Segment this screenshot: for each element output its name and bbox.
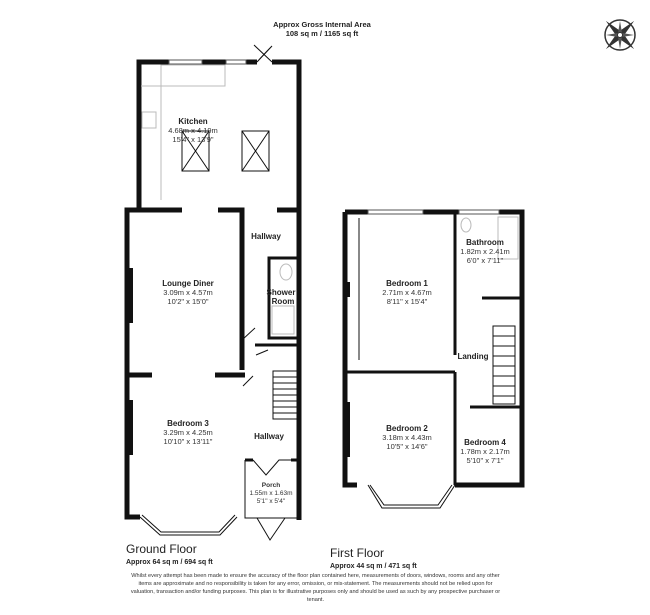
gross-area-header: Approx Gross Internal Area 108 sq m / 11… (222, 20, 422, 38)
ground-floor-label: Ground Floor (126, 542, 197, 556)
hallway-lower-label: Hallway (254, 432, 284, 441)
lounge-label: Lounge Diner (162, 279, 214, 288)
bedroom4-metric: 1.78m x 2.17m (460, 447, 510, 456)
kitchen-metric: 4.68m x 4.19m (168, 126, 218, 135)
bathroom-label: Bathroom (466, 238, 504, 247)
bedroom1-label: Bedroom 1 (386, 279, 428, 288)
bathroom-metric: 1.82m x 2.41m (460, 247, 510, 256)
kitchen-imperial: 15'4" x 13'9" (172, 135, 213, 144)
shower-label-1: Shower (267, 288, 296, 297)
hallway-upper-label: Hallway (251, 232, 281, 241)
porch-label: Porch (262, 482, 280, 489)
gross-area-value: 108 sq m / 1165 sq ft (285, 29, 359, 38)
bedroom2-imperial: 10'5" x 14'6" (386, 442, 427, 451)
first-floor-area: Approx 44 sq m / 471 sq ft (330, 563, 417, 570)
bathroom-imperial: 6'0" x 7'11" (467, 256, 504, 265)
bedroom3-metric: 3.29m x 4.25m (163, 428, 213, 437)
compass-rose-icon (604, 19, 636, 51)
bedroom1-imperial: 8'11" x 15'4" (387, 297, 428, 306)
bedroom4-label: Bedroom 4 (464, 438, 506, 447)
landing-label: Landing (457, 352, 488, 361)
porch-imperial: 5'1" x 5'4" (257, 498, 286, 505)
ground-floor-area: Approx 64 sq m / 694 sq ft (126, 559, 213, 566)
bedroom3-label: Bedroom 3 (167, 419, 209, 428)
lounge-imperial: 10'2" x 15'0" (167, 297, 208, 306)
disclaimer: Whilst every attempt has been made to en… (130, 573, 501, 603)
kitchen-label: Kitchen (178, 117, 207, 126)
porch-metric: 1.55m x 1.63m (250, 490, 293, 497)
bedroom3-imperial: 10'10" x 13'11" (164, 437, 213, 446)
bedroom4-imperial: 5'10" x 7'1" (467, 456, 504, 465)
bedroom2-metric: 3.18m x 4.43m (382, 433, 432, 442)
shower-label-2: Room (272, 297, 295, 306)
bedroom1-metric: 2.71m x 4.67m (382, 288, 432, 297)
bedroom2-label: Bedroom 2 (386, 424, 428, 433)
lounge-metric: 3.09m x 4.57m (163, 288, 213, 297)
first-floor-plan (342, 209, 525, 509)
gross-area-title: Approx Gross Internal Area (273, 20, 371, 29)
first-floor-label: First Floor (330, 546, 384, 560)
first-floor-caption: First Floor Approx 44 sq m / 471 sq ft (330, 546, 417, 570)
ground-floor-caption: Ground Floor Approx 64 sq m / 694 sq ft (126, 542, 213, 566)
ground-floor-plan (124, 44, 302, 541)
